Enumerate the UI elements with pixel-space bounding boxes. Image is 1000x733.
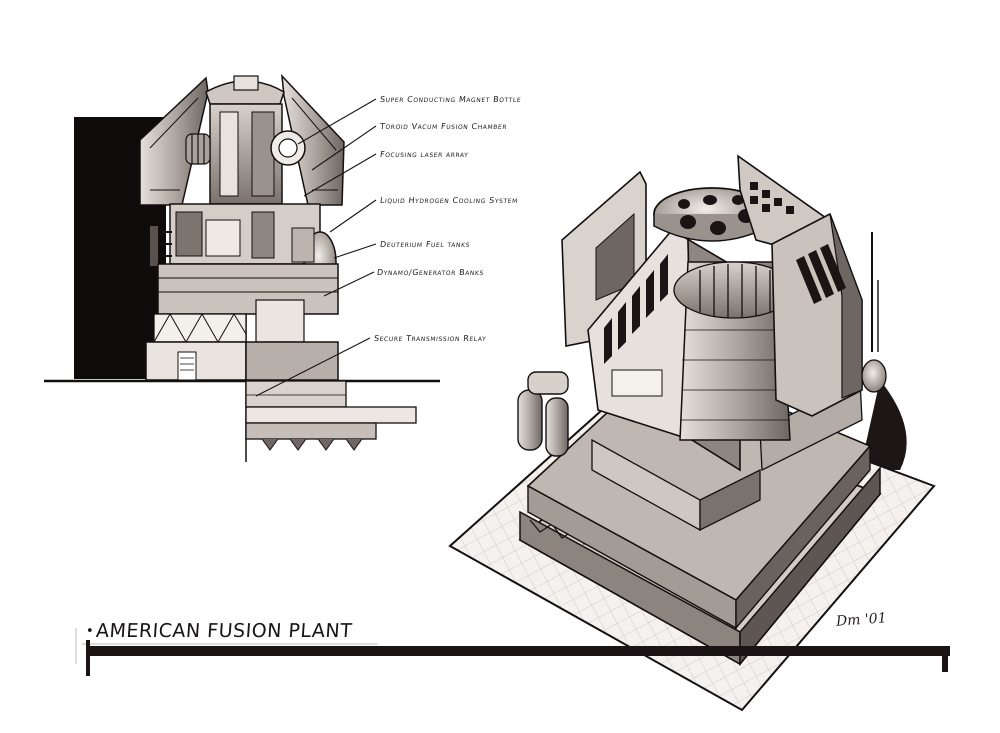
callout-magnet-bottle: Super Conducting Magnet Bottle: [379, 95, 522, 104]
callout-laser-array: Focusing laser array: [379, 150, 470, 159]
callout-generator-banks: Dynamo/Generator Banks: [376, 268, 485, 277]
title-bullet: •: [86, 624, 94, 639]
cutaway-elevation: [44, 73, 440, 462]
title-bar: [75, 628, 950, 676]
callout-fuel-tanks: Deuterium Fuel tanks: [379, 240, 471, 249]
isometric-view: [448, 154, 936, 712]
sheet-title: AMERICAN FUSION PLANT: [95, 620, 354, 642]
callout-transmission-relay: Secure Transmission Relay: [373, 334, 487, 343]
callout-cooling-system: Liquid Hydrogen Cooling System: [379, 196, 519, 205]
leader-lines: [255, 98, 377, 397]
callout-fusion-chamber: Toroid Vacum Fusion Chamber: [379, 122, 508, 131]
